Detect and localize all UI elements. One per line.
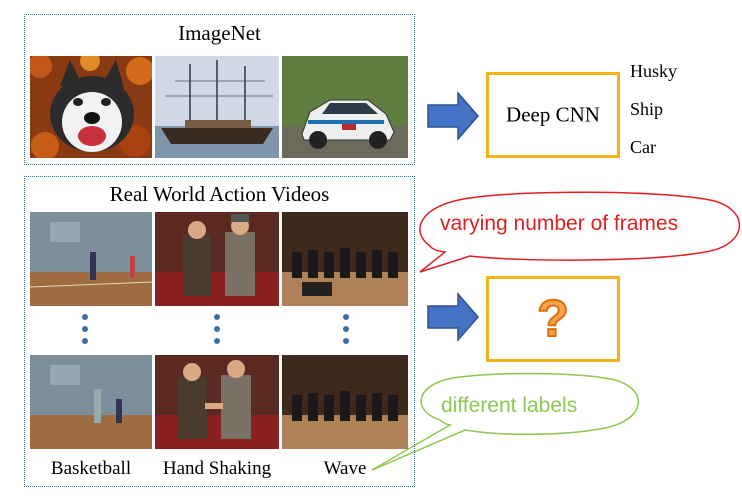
deep-cnn-box: Deep CNN bbox=[486, 72, 620, 158]
wave-frame-last bbox=[282, 355, 408, 449]
arrow-to-unknown bbox=[427, 291, 479, 343]
car-image bbox=[282, 56, 408, 158]
ellipsis-dots-col1 bbox=[81, 314, 89, 350]
arrow-to-cnn bbox=[427, 90, 479, 142]
handshake-frame-first bbox=[155, 212, 279, 306]
question-icon: ? bbox=[536, 289, 570, 349]
handshake-frame-last bbox=[155, 355, 279, 449]
ship-image bbox=[155, 56, 279, 158]
unknown-model-box: ? bbox=[486, 276, 620, 362]
ellipsis-dots-col3 bbox=[342, 314, 350, 350]
wave-frame-first bbox=[282, 212, 408, 306]
imagenet-title: ImageNet bbox=[178, 21, 261, 45]
action-videos-panel: Real World Action Videos bbox=[24, 176, 415, 487]
caption-basketball: Basketball bbox=[50, 458, 132, 479]
caption-wave: Wave bbox=[323, 458, 367, 479]
callout-frames-bubble bbox=[419, 191, 741, 273]
action-videos-title: Real World Action Videos bbox=[109, 182, 330, 206]
caption-hand-shaking: Hand Shaking bbox=[162, 458, 272, 479]
imagenet-panel: ImageNet bbox=[24, 14, 415, 165]
ellipsis-dots-col2 bbox=[213, 314, 221, 350]
output-label-ship: Ship bbox=[630, 99, 664, 119]
callout-labels-text: different labels bbox=[441, 394, 578, 417]
output-label-car: Car bbox=[630, 137, 656, 157]
callout-frames-text: varying number of frames bbox=[440, 212, 679, 235]
basketball-frame-first bbox=[30, 212, 152, 306]
deep-cnn-label: Deep CNN bbox=[506, 102, 600, 127]
callout-labels-bubble bbox=[371, 372, 640, 471]
output-label-husky: Husky bbox=[630, 61, 678, 81]
basketball-frame-last bbox=[30, 355, 152, 449]
husky-image bbox=[30, 56, 152, 158]
